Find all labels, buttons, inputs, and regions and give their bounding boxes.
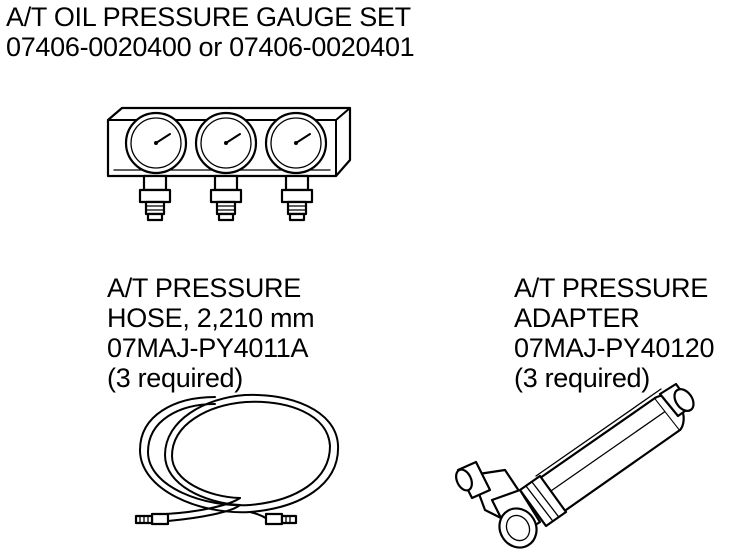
hose-label: A/T PRESSURE HOSE, 2,210 mm 07MAJ-PY4011…	[107, 273, 315, 393]
adapter-part-number: 07MAJ-PY40120	[514, 333, 715, 363]
hose-name-line1: A/T PRESSURE	[107, 273, 301, 303]
hose-end-right	[249, 511, 298, 526]
fitting-3	[280, 174, 314, 222]
hose-part-number: 07MAJ-PY4011A	[107, 333, 309, 363]
adapter-name-line2: ADAPTER	[514, 303, 640, 333]
pressure-adapter-icon	[455, 382, 695, 549]
pressure-hose-icon	[134, 393, 340, 526]
gauge-1	[124, 111, 188, 175]
pressure-gauge-set-icon	[106, 106, 352, 222]
fitting-2	[209, 174, 243, 222]
hose-quantity: (3 required)	[107, 363, 243, 393]
gauge-set-name: A/T OIL PRESSURE GAUGE SET	[6, 2, 411, 32]
adapter-label: A/T PRESSURE ADAPTER 07MAJ-PY40120 (3 re…	[514, 273, 715, 393]
hose-name-line2: HOSE, 2,210 mm	[107, 303, 315, 333]
gauge-set-part-numbers: 07406-0020400 or 07406-0020401	[6, 32, 415, 62]
fitting-1	[138, 174, 172, 222]
adapter-quantity: (3 required)	[514, 363, 650, 393]
hose-end-left	[134, 512, 170, 526]
gauge-3	[264, 111, 328, 175]
gauge-set-title: A/T OIL PRESSURE GAUGE SET 07406-0020400…	[6, 2, 415, 62]
gauge-2	[194, 111, 258, 175]
adapter-name-line1: A/T PRESSURE	[514, 273, 708, 303]
